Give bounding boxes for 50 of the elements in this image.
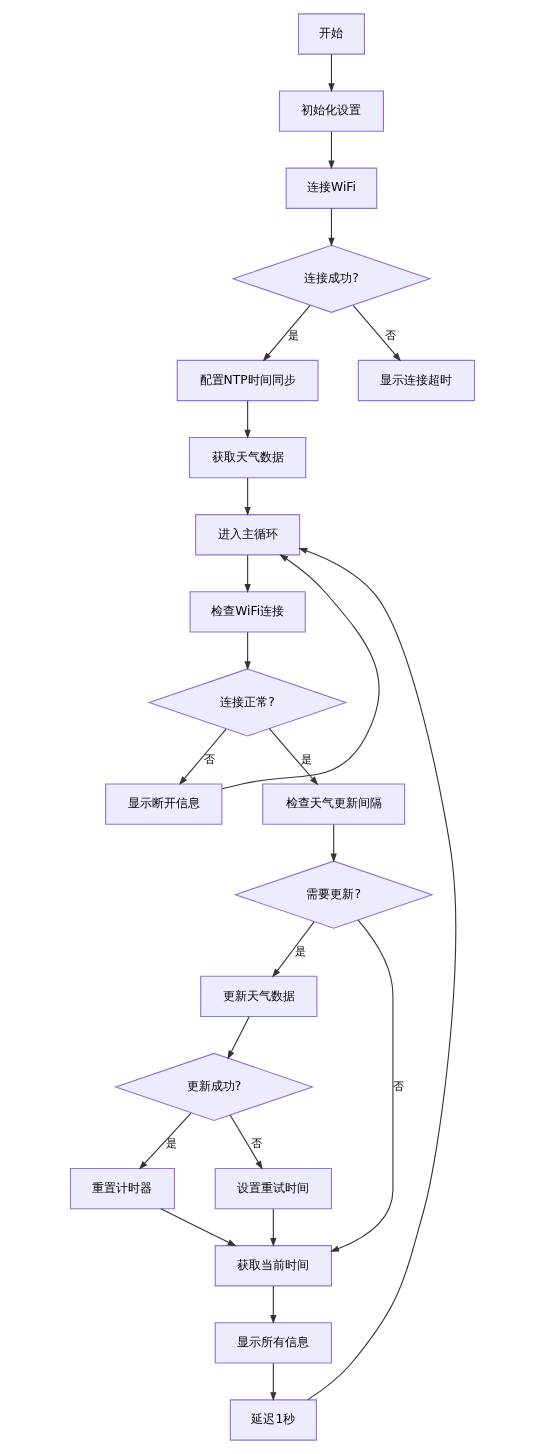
edge-label: 否 [393,1079,405,1093]
node-box: 延迟1秒 [229,1399,317,1441]
node-box: 重置计时器 [69,1167,175,1210]
arrow [330,919,394,1252]
arrow [328,53,335,93]
arrow [221,554,380,790]
arrow [160,1208,237,1247]
arrow [244,631,251,671]
node-box: 获取当前时间 [214,1245,332,1287]
arrow [328,130,335,170]
node-box: 显示连接超时 [357,359,476,402]
node-box: 显示所有信息 [214,1322,332,1364]
arrow [244,477,251,516]
node-box: 更新天气数据 [200,975,318,1018]
arrow [262,304,311,362]
arrow [328,207,335,247]
edge-label: 是 [166,1137,178,1151]
arrow [270,1362,277,1402]
edge-label: 否 [251,1137,263,1151]
node-box: 获取天气数据 [188,436,307,479]
arrow [352,304,402,362]
edge-label: 否 [385,329,397,343]
node-box: 设置重试时间 [214,1167,332,1210]
arrow [229,1114,263,1170]
arrow [330,823,337,863]
node-box: 连接WiFi [285,167,378,209]
edge-label: 是 [301,752,313,766]
arrow [227,1016,250,1060]
arrow [268,728,319,786]
arrow [270,1208,277,1247]
arrow [298,547,457,1401]
arrow [244,400,251,439]
node-box: 配置NTP时间同步 [176,359,319,402]
node-diamond: 连接成功? [231,244,432,313]
arrow [272,921,315,978]
edge-label: 否 [204,752,216,766]
edge-label: 是 [294,945,306,959]
node-diamond: 连接正常? [147,668,348,737]
node-diamond: 需要更新? [233,860,434,929]
node-box: 检查WiFi连接 [189,591,306,633]
arrow [178,728,227,786]
arrow [244,554,251,593]
node-box: 初始化设置 [278,90,384,132]
edge-label: 是 [287,329,299,343]
arrow [270,1285,277,1324]
node-box: 检查天气更新间隔 [262,783,406,825]
arrow [138,1112,192,1170]
node-box: 进入主循环 [195,514,301,556]
node-box: 开始 [297,13,365,55]
node-box: 显示断开信息 [105,783,223,825]
